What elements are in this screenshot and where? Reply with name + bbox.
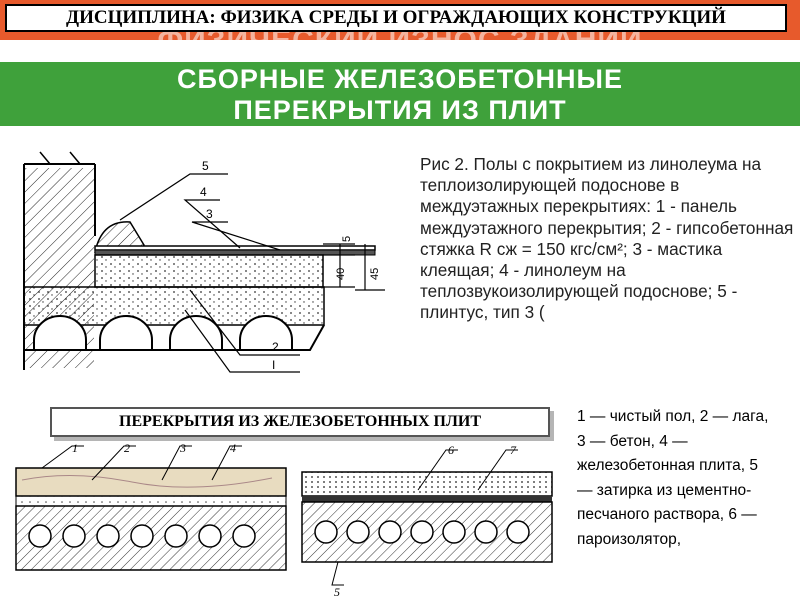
slide-title: СБОРНЫЕ ЖЕЛЕЗОБЕТОННЫЕ ПЕРЕКРЫТИЯ ИЗ ПЛИ… bbox=[0, 64, 800, 126]
label-1: 1 bbox=[72, 441, 78, 455]
slide-title-line-2: ПЕРЕКРЫТИЯ ИЗ ПЛИТ bbox=[233, 95, 567, 125]
floor-on-joists-drawing: 1 2 3 4 bbox=[15, 441, 287, 571]
label-I: I bbox=[272, 358, 275, 372]
label-5: 5 bbox=[334, 585, 340, 599]
label-7: 7 bbox=[510, 443, 517, 457]
label-2: 2 bbox=[272, 340, 279, 354]
title-band bbox=[0, 62, 800, 126]
figure-2-caption: Рис 2. Полы с покрытием из линолеума на … bbox=[420, 154, 794, 323]
label-4: 4 bbox=[200, 185, 207, 199]
floor-on-screed-drawing: 6 7 5 bbox=[301, 443, 553, 599]
discipline-label: ДИСЦИПЛИНА: ФИЗИКА СРЕДЫ И ОГРАЖДАЮЩИХ К… bbox=[5, 4, 787, 32]
dim-45: 45 bbox=[369, 268, 381, 280]
dim-40: 40 bbox=[335, 268, 347, 280]
slide-title-line-1: СБОРНЫЕ ЖЕЛЕЗОБЕТОННЫЕ bbox=[177, 64, 623, 94]
label-3: 3 bbox=[206, 207, 213, 221]
legend-text: 1 — чистый пол, 2 — лага, 3 — бетон, 4 —… bbox=[577, 408, 769, 548]
label-6: 6 bbox=[448, 443, 454, 457]
label-3: 3 bbox=[179, 441, 186, 455]
label-4: 4 bbox=[230, 441, 236, 455]
section-title: ПЕРЕКРЫТИЯ ИЗ ЖЕЛЕЗОБЕТОННЫХ ПЛИТ bbox=[50, 407, 550, 437]
label-5: 5 bbox=[202, 159, 209, 173]
label-2: 2 bbox=[124, 441, 130, 455]
floor-section-drawing: 5 40 45 5 4 3 2 I bbox=[23, 151, 385, 373]
dim-5: 5 bbox=[341, 236, 353, 242]
